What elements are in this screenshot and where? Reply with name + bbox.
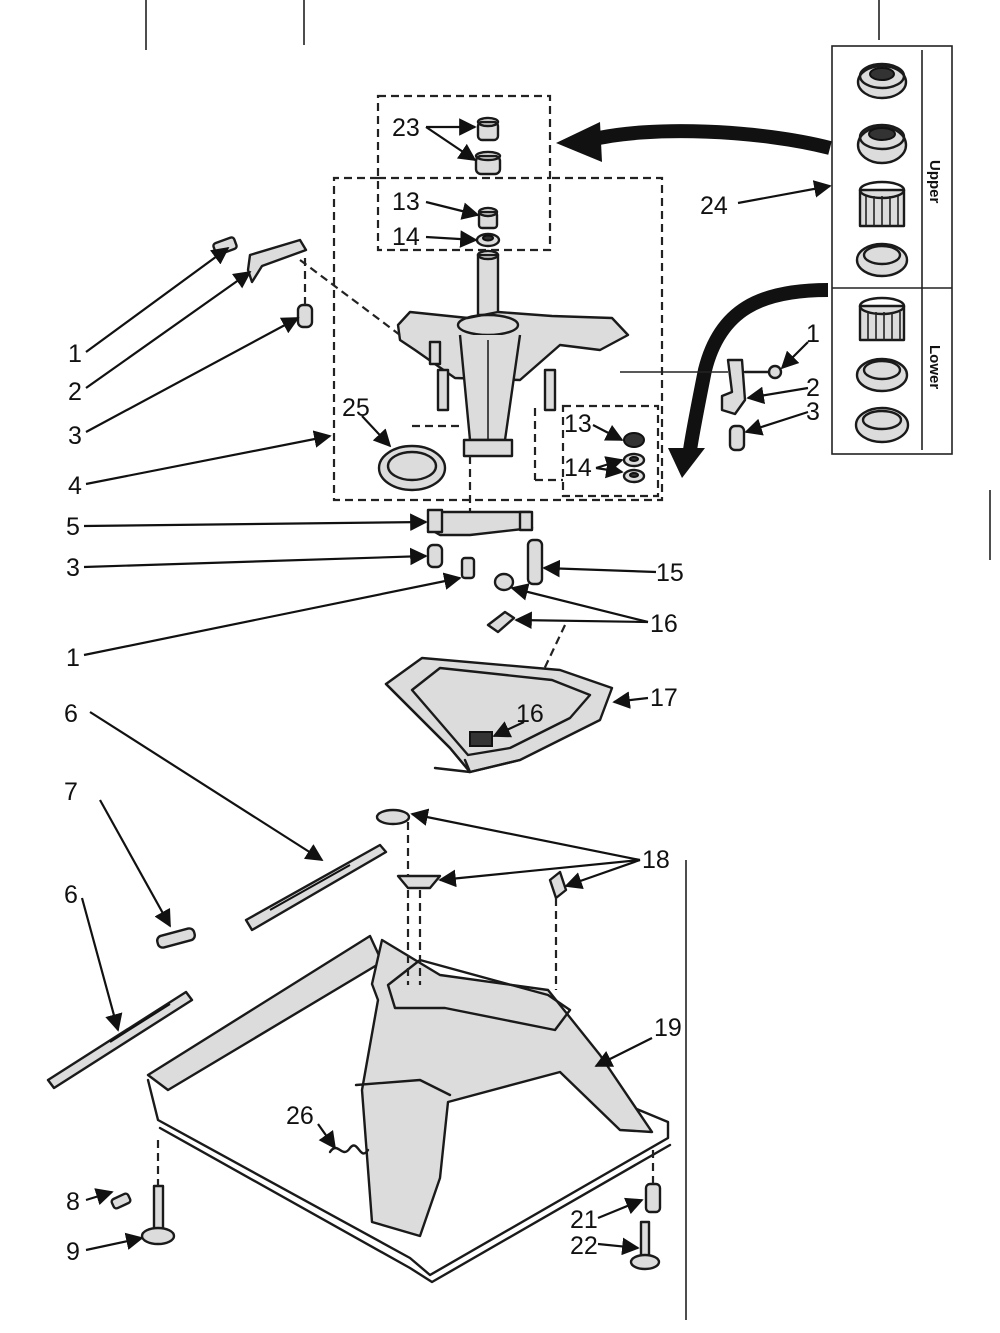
rail-6-upper [244, 843, 388, 932]
bracket-2-left [246, 238, 401, 336]
bearing-kit-box: Upper Lower [831, 45, 953, 455]
label-22: 22 [570, 1232, 598, 1260]
part-number-labels: 1 2 3 4 25 23 13 14 24 1 2 3 13 14 5 3 1… [64, 114, 820, 1266]
bushing-23-bottom [474, 150, 502, 176]
label-3-left: 3 [68, 422, 82, 450]
nut-8 [110, 1192, 132, 1210]
pad-18-right [548, 870, 568, 990]
label-18: 18 [642, 846, 670, 874]
pad-18-middle [396, 822, 442, 890]
label-1-right: 1 [806, 320, 820, 348]
seal-25 [377, 424, 462, 492]
roller-bearing-lower [858, 296, 906, 342]
label-2-left: 2 [68, 378, 82, 406]
bearing-ring-upper-2 [856, 123, 908, 165]
label-13-upper: 13 [392, 188, 420, 216]
clip-bolt-1-left [212, 236, 238, 256]
clip-bolt-1-right [743, 364, 783, 380]
pad-18-top [375, 808, 411, 826]
gearcase-assembly [396, 249, 630, 520]
label-6-upper: 6 [64, 700, 78, 728]
bearing-race-lower-2 [854, 406, 910, 444]
label-9: 9 [66, 1238, 80, 1266]
label-15: 15 [656, 559, 684, 587]
lower-bushing-box [561, 404, 660, 498]
label-6-lower: 6 [64, 881, 78, 909]
damper-3-left [296, 258, 314, 329]
label-17: 17 [650, 684, 678, 712]
leveling-leg-22 [629, 1220, 661, 1271]
label-4: 4 [68, 472, 82, 500]
upper-bushing-box [376, 94, 552, 252]
label-1-center: 1 [66, 644, 80, 672]
label-5: 5 [66, 513, 80, 541]
bearing-race-lower-1 [855, 357, 909, 393]
edge-marks [145, 0, 991, 1320]
label-23: 23 [392, 114, 420, 142]
label-26: 26 [286, 1102, 314, 1130]
label-16-frame: 16 [516, 700, 544, 728]
label-16-top: 16 [650, 610, 678, 638]
gearcase-assembly-box [332, 176, 664, 502]
lower-label: Lower [926, 345, 943, 389]
bushing-23-top [476, 116, 500, 142]
bearing-ring-upper-1 [856, 62, 908, 100]
spacer-7 [156, 927, 196, 949]
roller-bearing-upper [858, 180, 906, 228]
screw-1-center [460, 556, 476, 580]
washers-14-lower [622, 452, 646, 484]
damper-3-right [728, 424, 746, 452]
leader-lines [80, 118, 832, 1256]
label-3-right: 3 [806, 398, 820, 426]
nut-21 [644, 1150, 662, 1214]
rail-6-lower [46, 990, 194, 1090]
damper-3-center [426, 543, 444, 569]
label-14-lower: 14 [564, 454, 592, 482]
label-21: 21 [570, 1206, 598, 1234]
label-13-lower: 13 [564, 410, 592, 438]
upper-label: Upper [926, 160, 943, 204]
bushing-13-upper [477, 206, 499, 230]
label-24: 24 [700, 192, 728, 220]
upper-kit-arrow [556, 122, 832, 162]
label-19: 19 [654, 1014, 682, 1042]
label-25: 25 [342, 394, 370, 422]
label-1-left: 1 [68, 340, 82, 368]
label-14-upper: 14 [392, 223, 420, 251]
base-frame-19 [146, 890, 672, 1284]
washer-14-upper [475, 232, 501, 248]
bracket-5 [426, 508, 534, 537]
bearing-race-upper [855, 242, 909, 278]
label-3-center: 3 [66, 554, 80, 582]
bushing-13-lower [623, 432, 645, 448]
suspension-frame-17 [384, 656, 614, 774]
lower-kit-arrow [668, 283, 829, 478]
spring-15 [526, 538, 544, 586]
spring-26 [328, 1144, 370, 1155]
leveling-leg-9 [140, 1140, 176, 1246]
bracket-2-right [620, 358, 747, 416]
label-8: 8 [66, 1188, 80, 1216]
label-2-right: 2 [806, 374, 820, 402]
clip-16-a [493, 572, 515, 592]
label-7: 7 [64, 778, 78, 806]
